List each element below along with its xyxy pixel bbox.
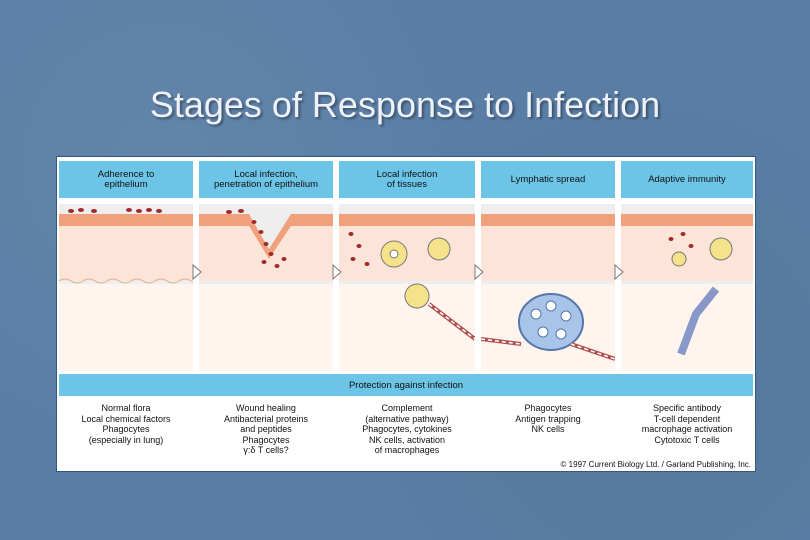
- t-cell-icon: [671, 251, 687, 267]
- protection-band: Protection against infection: [59, 374, 753, 396]
- infection-figure: Adherence to epithelium Local infection,…: [56, 156, 756, 472]
- mechanism-text: Phagocytes Antigen trapping NK cells: [515, 403, 581, 434]
- lymph-node-icon: [518, 293, 584, 351]
- stage-header: Lymphatic spread: [481, 161, 615, 198]
- phagocyte-icon: [709, 237, 733, 261]
- tissue-panel: [59, 204, 193, 371]
- mechanism-text: Wound healing Antibacterial proteins and…: [223, 403, 309, 455]
- tissue-illustration: [59, 204, 193, 371]
- stage-adherence: Adherence to epithelium: [59, 159, 193, 523]
- stage-local-penetration: Local infection, penetration of epitheli…: [199, 159, 333, 523]
- slide-title: Stages of Response to Infection: [149, 84, 661, 125]
- tissue-panel: [199, 204, 333, 371]
- stage-header: Adaptive immunity: [621, 161, 753, 198]
- mechanism-text: Complement (alternative pathway) Phagocy…: [362, 403, 452, 455]
- stage-lymphatic-spread: Lymphatic spread: [481, 159, 615, 523]
- tissue-illustration: [621, 204, 753, 371]
- tissue-illustration: [481, 204, 615, 371]
- stage-arrows: [192, 263, 624, 281]
- copyright-note: © 1997 Current Biology Ltd. / Garland Pu…: [560, 460, 751, 469]
- tissue-illustration: [339, 204, 475, 371]
- phagocyte-icon: [427, 237, 451, 261]
- stage-tissue-infection: Local infection of tissues: [339, 159, 475, 523]
- tissue-panel: [621, 204, 753, 371]
- tissue-panel: [481, 204, 615, 371]
- tissue-illustration: [199, 204, 333, 371]
- mechanism-text: Normal flora Local chemical factors Phag…: [81, 403, 171, 445]
- phagocyte-icon: [404, 283, 430, 309]
- mechanism-text: Specific antibody T-cell dependent macro…: [641, 403, 733, 445]
- stage-header: Local infection of tissues: [339, 161, 475, 198]
- tissue-panel: [339, 204, 475, 371]
- stage-header: Local infection, penetration of epitheli…: [199, 161, 333, 198]
- stage-header: Adherence to epithelium: [59, 161, 193, 198]
- stage-adaptive-immunity: Adaptive immunity: [621, 159, 753, 523]
